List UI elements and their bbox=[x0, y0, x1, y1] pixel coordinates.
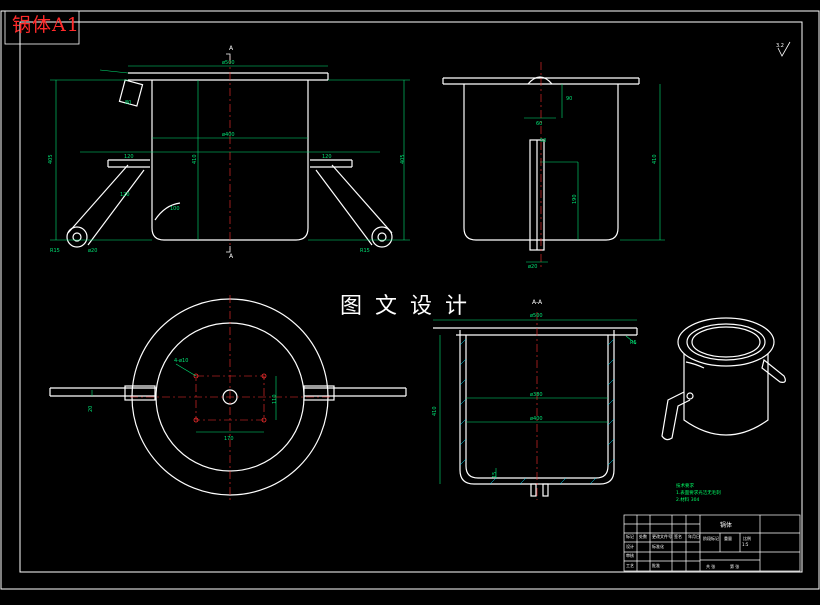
front-left-handle-bracket bbox=[107, 159, 150, 168]
dim-inner-dia: ø400 bbox=[222, 132, 235, 138]
plan-right-handle bbox=[304, 387, 407, 397]
side-view-dims bbox=[524, 84, 665, 263]
roughness-symbol bbox=[777, 41, 791, 57]
dim-height-right: 405 bbox=[400, 154, 406, 164]
dim-side-height: 410 bbox=[652, 154, 658, 164]
dim-aa-r: R5 bbox=[630, 340, 637, 346]
plan-view-dims bbox=[91, 363, 277, 433]
dim-height-left: 405 bbox=[48, 154, 54, 164]
tb-cell-14: 共 张 bbox=[706, 563, 715, 569]
dim-boss-dia: ø20 bbox=[88, 248, 97, 254]
dim-aa-inner1: ø380 bbox=[530, 392, 543, 398]
title-part-name: 锅体 bbox=[720, 521, 732, 529]
roughness-value: 3.2 bbox=[776, 43, 784, 49]
iso-rim-inner bbox=[686, 323, 766, 361]
dim-r15-right: R15 bbox=[360, 248, 370, 254]
front-view bbox=[66, 72, 393, 248]
front-left-handle-eye bbox=[66, 226, 88, 248]
section-view-dimtext: ø500 ø380 ø400 410 R5 15 bbox=[432, 313, 637, 478]
tb-cell-4: 签名 bbox=[674, 533, 682, 539]
dim-plan-110: 110 bbox=[272, 394, 278, 404]
iso-rim-outer bbox=[677, 317, 775, 367]
front-right-handle-arm bbox=[315, 164, 393, 246]
dim-r15-left: R15 bbox=[50, 248, 60, 254]
dim-plan-20: 20 bbox=[88, 406, 94, 412]
dim-top-dia: ø500 bbox=[222, 60, 235, 66]
section-marker-top: A bbox=[229, 45, 234, 52]
note-title: 技术要求 bbox=[676, 482, 694, 489]
tb-cell-11: 阶段标记 bbox=[703, 535, 719, 541]
isometric-view bbox=[661, 317, 786, 441]
dim-height-mid: 410 bbox=[192, 154, 198, 164]
dim-handle-width-right: 120 bbox=[322, 154, 332, 160]
section-hatch bbox=[459, 338, 615, 485]
tb-cell-10: 批准 bbox=[652, 562, 660, 568]
section-view bbox=[433, 327, 638, 497]
front-left-handle-arm bbox=[67, 164, 145, 246]
front-view-dimtext: ø500 ø400 405 405 410 120 120 120 100 80… bbox=[48, 60, 406, 254]
section-marker-bottom: A bbox=[229, 253, 234, 260]
dim-side-a50: 50 bbox=[540, 138, 546, 144]
iso-pot-body bbox=[683, 354, 769, 436]
plan-left-handle bbox=[49, 387, 156, 397]
section-markers bbox=[226, 53, 231, 253]
outer-frame bbox=[0, 10, 820, 590]
note-2: 2.材料 304 bbox=[676, 496, 699, 503]
tb-cell-13: 比例 bbox=[743, 535, 751, 541]
tb-cell-9: 工艺 bbox=[626, 563, 634, 568]
dim-plan-170: 170 bbox=[224, 436, 234, 442]
iso-right-handle bbox=[761, 358, 786, 383]
tb-cell-8: 审核 bbox=[626, 552, 634, 558]
side-view-dimtext: 60 90 50 190 410 ø20 bbox=[528, 96, 658, 270]
dim-plan-holes: 4-ø10 bbox=[174, 358, 188, 364]
dim-side-boss: ø20 bbox=[528, 264, 537, 270]
watermark-text: 图文设计 bbox=[340, 294, 481, 319]
iso-left-handle bbox=[661, 391, 691, 441]
title-block-text: 锅体 1:5 标记 处数 更改文件号 签名 年月日 设计 标准化 审核 工艺 批… bbox=[626, 521, 751, 569]
section-view-dims bbox=[433, 319, 637, 484]
note-1: 1.表面要求光洁无毛刺 bbox=[676, 489, 721, 496]
front-view-dims bbox=[50, 65, 410, 241]
dim-side-a90: 90 bbox=[566, 96, 572, 102]
plan-holes bbox=[193, 373, 267, 423]
dim-aa-inner2: ø400 bbox=[530, 416, 543, 422]
inner-frame bbox=[19, 21, 803, 573]
dim-aa-top: ø500 bbox=[530, 313, 543, 319]
tb-cell-15: 第 张 bbox=[730, 563, 739, 569]
section-boss-right bbox=[542, 483, 549, 497]
front-left-tab bbox=[118, 79, 144, 107]
dim-handle-offset: 80 bbox=[125, 100, 131, 106]
tb-cell-5: 年月日 bbox=[688, 533, 700, 539]
front-pot-body bbox=[151, 80, 309, 241]
title-tag-box bbox=[4, 10, 80, 45]
front-right-handle-bracket bbox=[310, 159, 353, 168]
title-scale: 1:5 bbox=[742, 542, 749, 547]
tb-cell-1: 处数 bbox=[639, 533, 647, 539]
tb-cell-3: 更改文件号 bbox=[652, 533, 672, 539]
title-block bbox=[623, 514, 801, 572]
dim-side-d60: 60 bbox=[536, 121, 542, 127]
dim-aa-bottom: 15 bbox=[492, 472, 498, 478]
tb-cell-7: 标准化 bbox=[652, 543, 664, 549]
dim-aa-height: 410 bbox=[432, 406, 438, 416]
dim-handle-r: 100 bbox=[170, 206, 180, 212]
section-boss-left bbox=[530, 483, 537, 497]
plan-view-dimtext: 4-ø10 170 110 20 bbox=[88, 358, 278, 442]
dim-side-d190: 190 bbox=[572, 194, 578, 204]
front-right-handle-eye bbox=[371, 226, 393, 248]
tb-cell-6: 设计 bbox=[626, 543, 634, 549]
tb-cell-12: 重量 bbox=[724, 535, 732, 541]
section-label: A-A bbox=[532, 299, 543, 306]
dim-handle-width-left: 120 bbox=[124, 154, 134, 160]
tb-cell-0: 标记 bbox=[626, 533, 634, 539]
side-top-notch bbox=[527, 76, 553, 85]
dim-handle-angle: 120 bbox=[120, 192, 130, 198]
plan-view-centerlines bbox=[130, 295, 330, 500]
sheet-title: 锅体A1 bbox=[12, 14, 80, 36]
technical-notes: 技术要求 1.表面要求光洁无毛刺 2.材料 304 bbox=[676, 482, 721, 503]
